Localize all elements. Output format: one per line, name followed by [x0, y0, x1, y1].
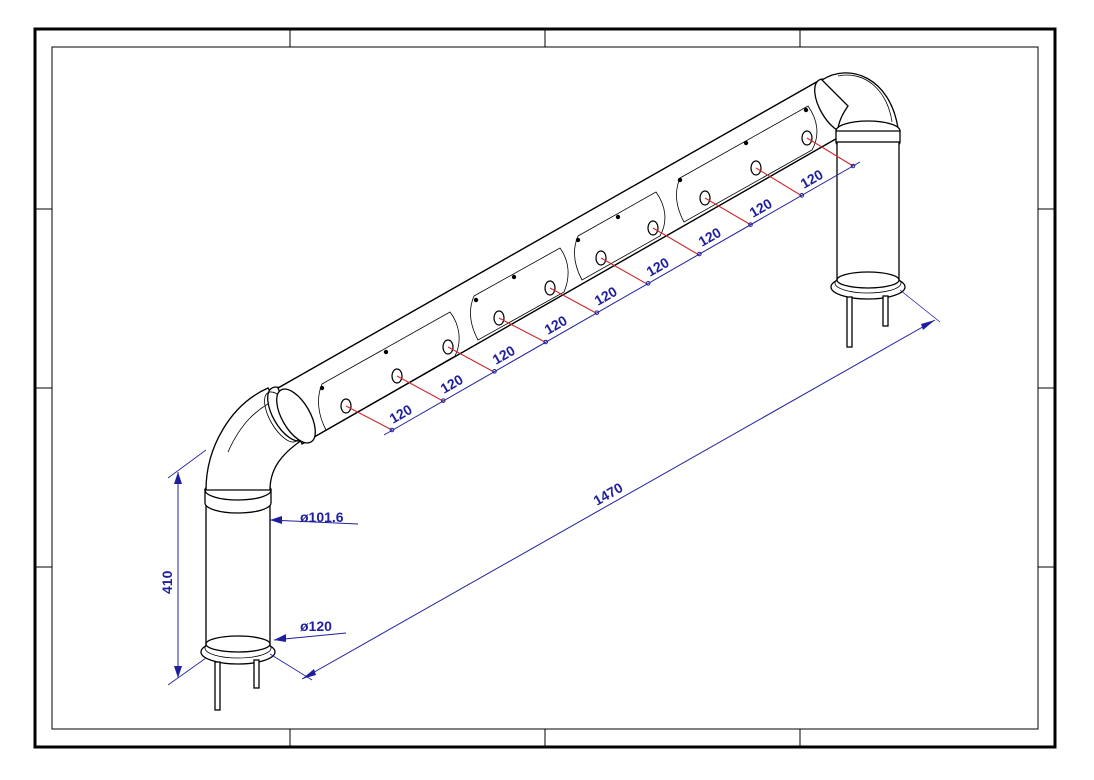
- spacing-dimension-label: 120: [438, 371, 466, 397]
- spacing-dimension-label: 120: [592, 283, 620, 309]
- left-anchor-rod: [214, 661, 221, 711]
- overall-length-label: 1470: [591, 479, 626, 509]
- outer-border: [33, 27, 1057, 749]
- spacing-dimension-label: 120: [644, 254, 672, 280]
- pipe-diameter-label: ø101.6: [300, 509, 344, 525]
- panel-cutouts: [318, 105, 818, 431]
- dimension-tick: [799, 193, 805, 198]
- height-label: 410: [159, 570, 175, 594]
- spacing-dimension-label: 120: [542, 312, 570, 338]
- dimension-tick: [543, 339, 548, 345]
- main-pipe: [276, 79, 849, 445]
- dimension-tick: [697, 251, 702, 257]
- dimension-tick: [748, 222, 753, 227]
- dimension-tick: [645, 281, 651, 286]
- right-leg: [830, 141, 906, 348]
- right-anchor-rod: [882, 295, 889, 327]
- spacing-dimension-label: 120: [696, 224, 724, 250]
- dimension-tick: [389, 427, 395, 433]
- sheet-frame: [33, 27, 1057, 749]
- flange-diameter-label: ø120: [300, 618, 332, 634]
- spacing-dimension-label: 120: [387, 401, 415, 427]
- pipe-assembly: [200, 72, 906, 711]
- left-leg: [200, 479, 276, 711]
- dimension-tick: [440, 398, 446, 403]
- fastener-dots: [319, 107, 809, 391]
- left-anchor-rod: [253, 659, 260, 689]
- dimension-tick: [594, 310, 600, 315]
- spacing-dimension-label: 120: [490, 342, 518, 368]
- spacing-dimension-label: 120: [798, 166, 826, 192]
- spacing-dimension-label: 120: [747, 195, 775, 221]
- dimension-tick: [492, 369, 497, 374]
- dimension-tick: [850, 163, 856, 169]
- right-anchor-rod: [846, 296, 853, 348]
- pipe-holes: [340, 130, 813, 414]
